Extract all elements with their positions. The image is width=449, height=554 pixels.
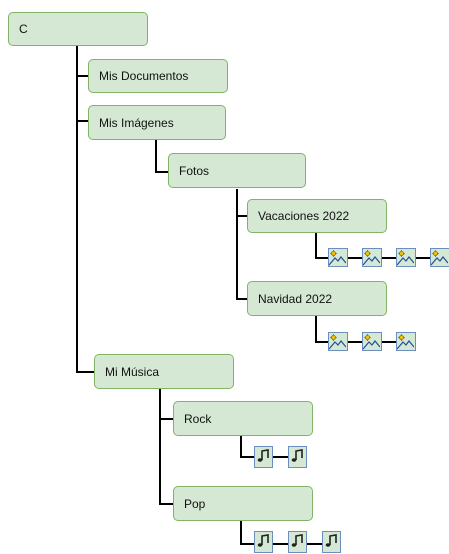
- connector-navidad-files-v: [315, 316, 317, 343]
- image-file-icon[interactable]: [396, 332, 416, 351]
- folder-node-mi-musica[interactable]: Mi Música: [94, 354, 234, 389]
- folder-node-pop[interactable]: Pop: [173, 486, 313, 521]
- music-file-icon[interactable]: [288, 531, 307, 553]
- connector-c-trunk: [76, 46, 78, 373]
- connector-mi-musica: [76, 371, 94, 373]
- connector-rock-files-v: [240, 436, 242, 458]
- music-file-icon[interactable]: [322, 531, 341, 553]
- connector-mis-imagenes: [76, 120, 88, 122]
- connector-pop: [159, 503, 173, 505]
- folder-label-c: C: [19, 22, 28, 36]
- connector-musica-trunk: [159, 389, 161, 505]
- folder-label-pop: Pop: [184, 496, 206, 511]
- music-file-icon[interactable]: [254, 531, 273, 553]
- connector-imagenes-trunk: [155, 140, 157, 173]
- folder-label-rock: Rock: [184, 411, 212, 426]
- folder-label-navidad-2022: Navidad 2022: [258, 291, 333, 306]
- connector-navidad: [236, 298, 247, 300]
- image-file-icon[interactable]: [362, 248, 382, 267]
- folder-node-mis-imagenes[interactable]: Mis Imágenes: [88, 105, 226, 140]
- connector-pop-files-v: [240, 521, 242, 545]
- connector-vacaciones-files-v: [315, 233, 317, 259]
- connector-navidad-files-h: [315, 341, 401, 343]
- connector-fotos-trunk: [236, 189, 238, 300]
- folder-label-mi-musica: Mi Música: [105, 364, 160, 379]
- image-file-icon[interactable]: [328, 248, 348, 267]
- connector-fotos: [155, 171, 168, 173]
- image-file-icon[interactable]: [328, 332, 348, 351]
- folder-label-mis-imagenes: Mis Imágenes: [99, 115, 174, 130]
- folder-node-c[interactable]: C: [8, 12, 148, 46]
- music-file-icon[interactable]: [288, 446, 307, 468]
- music-file-icon[interactable]: [254, 446, 273, 468]
- folder-node-fotos[interactable]: Fotos: [168, 153, 306, 188]
- folder-node-mis-documentos[interactable]: Mis Documentos: [88, 59, 228, 93]
- folder-node-navidad-2022[interactable]: Navidad 2022: [247, 281, 387, 316]
- connector-vacaciones: [236, 215, 247, 217]
- folder-label-fotos: Fotos: [179, 163, 210, 178]
- image-file-icon[interactable]: [362, 332, 382, 351]
- folder-label-vacaciones-2022: Vacaciones 2022: [258, 209, 350, 223]
- connector-mis-documentos: [76, 75, 88, 77]
- image-file-icon[interactable]: [430, 248, 449, 267]
- folder-label-mis-documentos: Mis Documentos: [99, 69, 189, 83]
- image-file-icon[interactable]: [396, 248, 416, 267]
- folder-node-rock[interactable]: Rock: [173, 401, 313, 436]
- connector-rock: [159, 418, 173, 420]
- folder-node-vacaciones-2022[interactable]: Vacaciones 2022: [247, 199, 387, 233]
